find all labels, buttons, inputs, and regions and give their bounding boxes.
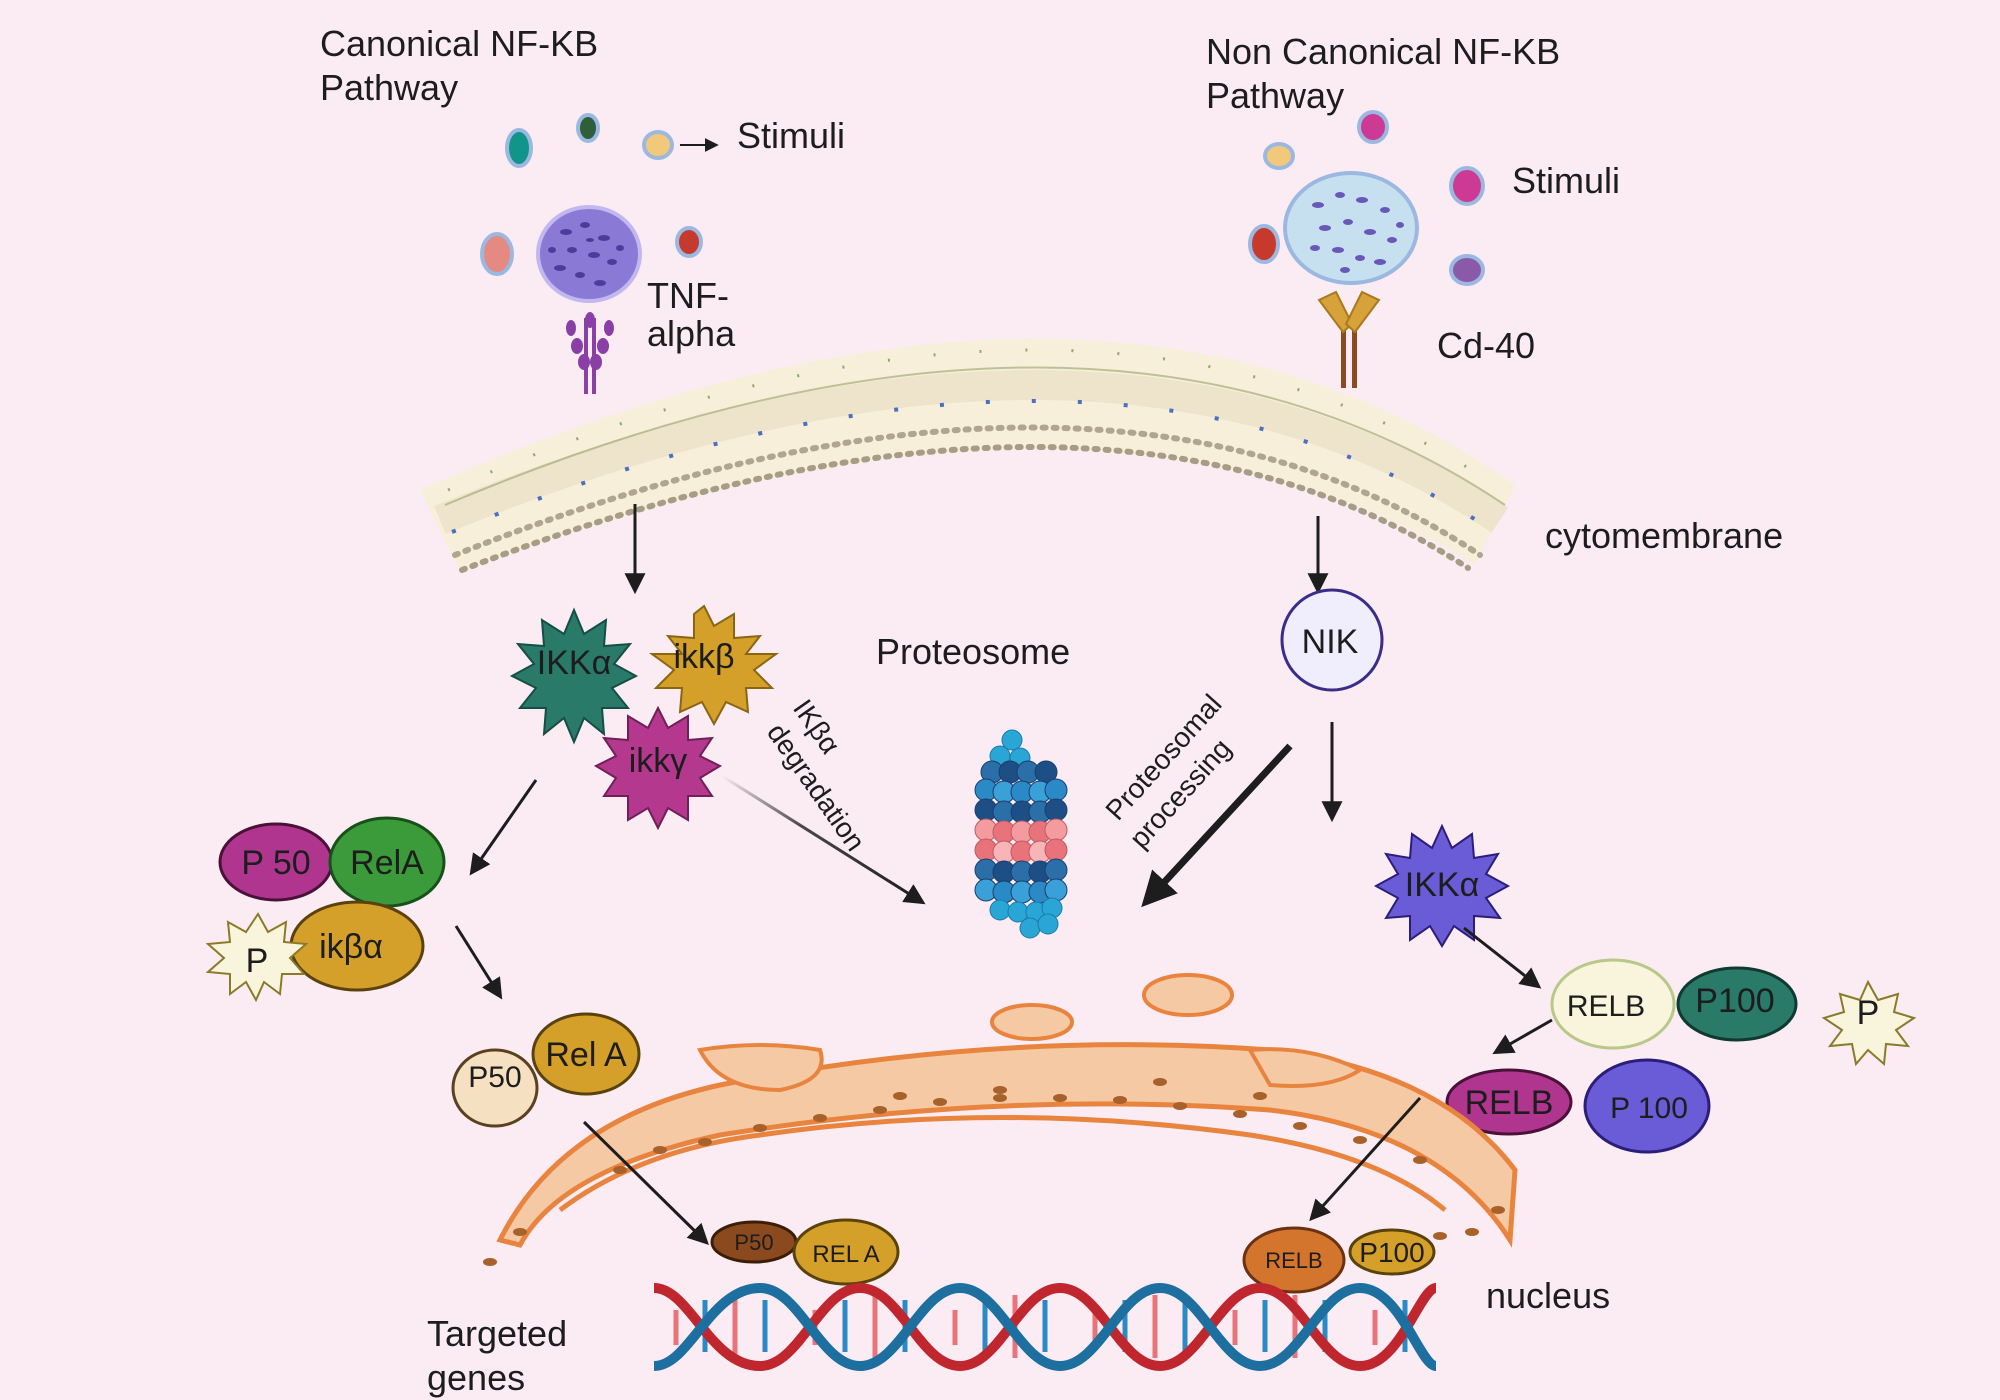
canonical-stimuli-label: Stimuli bbox=[737, 115, 845, 156]
ikk-alpha-canonical bbox=[509, 607, 639, 745]
tnf-label-line1: TNF- bbox=[647, 275, 729, 316]
canonical-title-line2: Pathway bbox=[320, 67, 458, 108]
complex-rela-label: RelA bbox=[350, 844, 424, 882]
processed-relb-label: RELB bbox=[1465, 1084, 1554, 1122]
canonical-title-line1: Canonical NF-KB bbox=[320, 23, 598, 64]
cd40-cell-icon bbox=[1283, 171, 1419, 285]
cd40-receptor-icon bbox=[1317, 290, 1381, 388]
released-p50-label: P50 bbox=[468, 1061, 521, 1094]
nik-node bbox=[1280, 588, 1384, 692]
ikk-gamma bbox=[593, 705, 723, 831]
complex-p-nc-label: P bbox=[1857, 994, 1880, 1032]
nuclear-p100-label: P100 bbox=[1359, 1237, 1424, 1268]
arrow-ikk-to-complex bbox=[469, 779, 538, 876]
nucleus-label: nucleus bbox=[1486, 1275, 1610, 1316]
released-p50-rela bbox=[451, 1012, 641, 1128]
noncanonical-title-line2: Pathway bbox=[1206, 75, 1344, 116]
tnf-cell-icon bbox=[536, 205, 642, 303]
canonical-complex bbox=[205, 816, 446, 1003]
noncanonical-stimuli bbox=[1248, 110, 1485, 286]
ikk-alpha-noncanonical bbox=[1373, 823, 1511, 948]
complex-ikba-label: ikβα bbox=[319, 928, 383, 966]
degradation-arrow bbox=[721, 774, 926, 905]
complex-p-label: P bbox=[246, 942, 269, 980]
ikk-gamma-label: ikkγ bbox=[629, 742, 688, 780]
targeted-genes-line2: genes bbox=[427, 1357, 525, 1398]
tnf-receptor-icon bbox=[566, 312, 614, 394]
ikk-alpha-noncanonical-label: IKKα bbox=[1405, 866, 1479, 904]
cd40-label: Cd-40 bbox=[1437, 325, 1535, 366]
released-rela-label: Rel A bbox=[545, 1036, 627, 1074]
processing-arrow bbox=[1141, 743, 1293, 908]
nik-label: NIK bbox=[1302, 623, 1359, 661]
nuclear-p50-label: P50 bbox=[734, 1230, 773, 1255]
noncanonical-stimuli-label: Stimuli bbox=[1512, 160, 1620, 201]
dna-helix-icon bbox=[653, 1282, 1438, 1372]
arrow-complex-to-released bbox=[454, 925, 503, 1000]
complex-p50-label: P 50 bbox=[241, 844, 310, 882]
ikk-beta-label: ikkβ bbox=[673, 638, 734, 676]
cytomembrane bbox=[420, 338, 1515, 573]
nuclear-rela-label: REL A bbox=[812, 1241, 879, 1268]
nuclear-relb-p100 bbox=[1242, 1226, 1436, 1294]
complex-p100-label: P100 bbox=[1695, 982, 1774, 1020]
ikk-alpha-canonical-label: IKKα bbox=[537, 644, 611, 682]
arrow-processed-to-nuclear bbox=[1309, 1096, 1422, 1222]
arrow-relb-processed bbox=[1492, 1018, 1553, 1055]
ikk-beta bbox=[648, 604, 780, 727]
nuclear-p50-rela bbox=[710, 1218, 900, 1286]
arrow-released-to-nuclear bbox=[582, 1120, 709, 1245]
complex-relb-label: RELB bbox=[1567, 990, 1645, 1023]
nucleus-envelope bbox=[483, 973, 1518, 1266]
processed-p100-label: P 100 bbox=[1610, 1092, 1688, 1125]
noncanonical-complex bbox=[1550, 958, 1917, 1067]
canonical-stimuli bbox=[480, 113, 719, 303]
processed-relb-p100 bbox=[1445, 1058, 1711, 1154]
targeted-genes-line1: Targeted bbox=[427, 1313, 567, 1354]
tnf-label-line2: alpha bbox=[647, 313, 736, 354]
arrow-ikk-to-relb bbox=[1463, 926, 1542, 989]
proteosome-label: Proteosome bbox=[876, 631, 1070, 672]
cytomembrane-label: cytomembrane bbox=[1545, 515, 1783, 556]
proteosome-icon bbox=[974, 729, 1068, 939]
noncanonical-title-line1: Non Canonical NF-KB bbox=[1206, 31, 1560, 72]
nuclear-relb-label: RELB bbox=[1265, 1248, 1322, 1273]
